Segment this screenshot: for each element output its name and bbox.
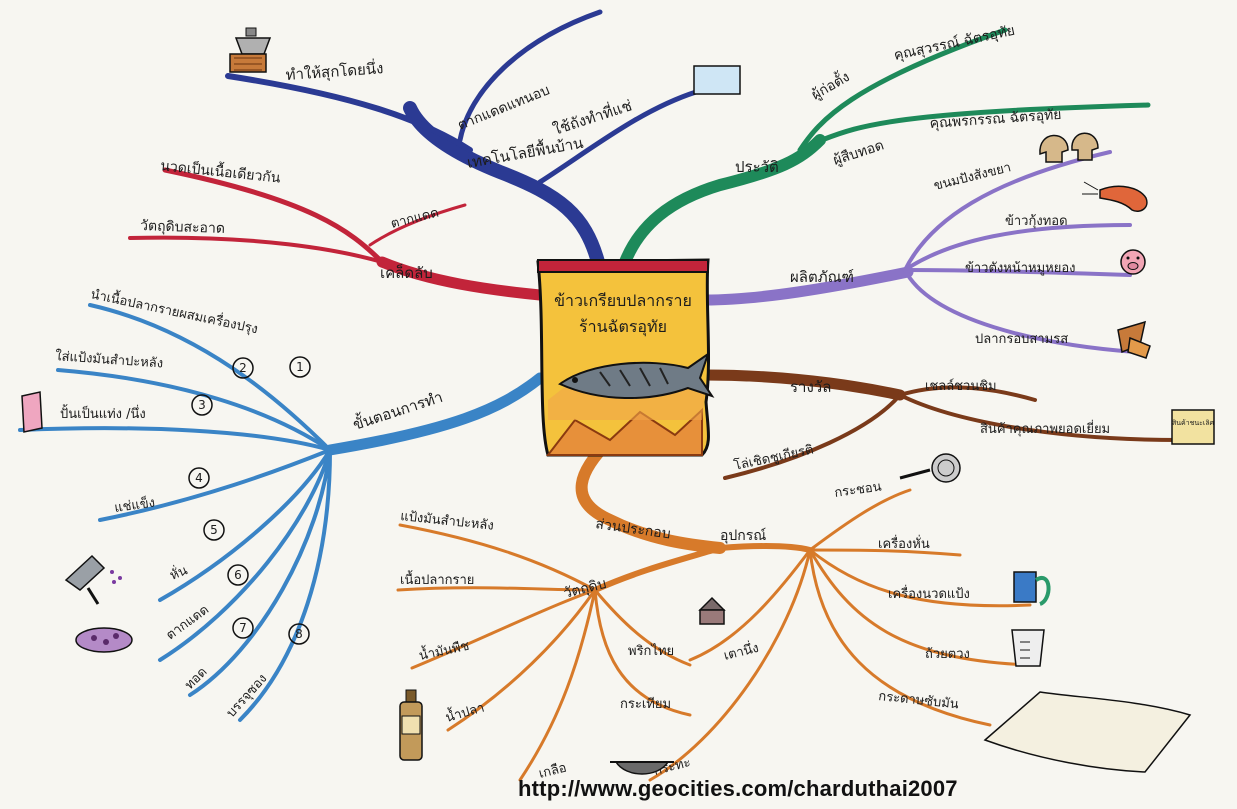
product-item-pork: ข้าวตังหน้าหมูหยอง xyxy=(965,261,1076,276)
center-subtitle: ร้านฉัตรอุทัย xyxy=(579,317,667,337)
step-num-2: 2 xyxy=(239,361,247,375)
bread-icon xyxy=(1039,132,1099,163)
step-text-2: ใส่แป้งมันสำปะหลัง xyxy=(55,348,164,372)
step-number-circles xyxy=(188,356,311,645)
ingredient-item-6: พริกไทย xyxy=(628,643,674,659)
fish-product-icon xyxy=(1117,320,1151,359)
products-branch-lines xyxy=(699,150,1137,354)
secrets-item-clean: วัตถุดิบสะอาด xyxy=(140,218,225,237)
product-item-fish: ปลากรอบสามรส xyxy=(975,332,1068,347)
ingredient-item-3: น้ำปลา xyxy=(443,698,486,726)
step-num-1: 1 xyxy=(296,360,304,374)
awards-title: รางวัล xyxy=(790,378,831,396)
step-text-3: ปั้นเป็นแท่ง /นึ่ง xyxy=(60,404,146,422)
step-num-4: 4 xyxy=(195,471,203,485)
step-text-6: ตากแดด xyxy=(164,602,212,643)
ingredient-items: แป้งมันสำปะหลัง เนื้อปลากราย น้ำมันพืช น… xyxy=(400,509,675,782)
ingredient-item-1: เนื้อปลากราย xyxy=(400,570,474,588)
product-item-shrimp: ข้าวกุ้งทอด xyxy=(1005,214,1068,229)
flag-icon xyxy=(21,391,43,433)
equipment-items: เตานึ่ง กระทะ กระชอน เครื่องหั่น เครื่อง… xyxy=(652,480,970,779)
step-num-5: 5 xyxy=(210,523,218,537)
fish-icon xyxy=(558,351,715,399)
equipment-item-3: เครื่องหั่น xyxy=(878,535,930,552)
pot-icon xyxy=(698,596,726,625)
steamer-icon xyxy=(229,27,272,73)
equipment-item-5: ถ้วยตวง xyxy=(925,647,970,662)
award-item-plaque: โล่เชิดชูเกียรติ xyxy=(733,441,815,473)
history-founder-label: ผู้ก่อตั้ง xyxy=(808,67,853,104)
secrets-sub: ตากแดด xyxy=(389,205,440,231)
tray-icon xyxy=(693,65,741,95)
ingredient-item-0: แป้งมันสำปะหลัง xyxy=(400,509,495,534)
sign-text: สินค้าชนะเลิศ xyxy=(1172,419,1215,427)
shrimp-icon xyxy=(1082,181,1148,212)
components-title: ส่วนประกอบ xyxy=(594,516,671,542)
history-branch-lines xyxy=(619,27,1151,268)
step-num-3: 3 xyxy=(198,398,206,412)
pig-icon xyxy=(1120,249,1146,275)
award-item-shell: เชลล์ชวนชิม xyxy=(925,378,997,394)
components-branch-lines xyxy=(396,434,1032,782)
technology-item-bucket: ใช้ถังทำที่แช่ xyxy=(550,94,634,138)
step-numbers: 1 2 3 4 5 6 7 8 xyxy=(195,360,304,641)
step-num-8: 8 xyxy=(295,627,303,641)
products-title: ผลิตภัณฑ์ xyxy=(790,268,854,286)
ingredient-item-4: เกลือ xyxy=(537,760,568,782)
paper-icon xyxy=(983,691,1192,773)
secrets-branch-lines xyxy=(128,167,546,301)
history-founder-value: คุณสุวรรณ์ ฉัตรอุทัย xyxy=(892,22,1016,64)
plate-icon xyxy=(75,627,133,653)
secrets-title: เคล็ดลับ xyxy=(380,263,433,282)
award-item-quality: สินค้าคุณภาพยอดเยี่ยม xyxy=(980,420,1110,437)
equipment-item-4: เครื่องนวดแป้ง xyxy=(888,585,970,602)
sign-icon: สินค้าชนะเลิศ xyxy=(1171,409,1215,445)
history-title: ประวัติ xyxy=(735,158,779,176)
technology-item-steam: ทำให้สุกโดยนึ่ง xyxy=(285,57,384,85)
awards-branch-lines xyxy=(699,369,1182,480)
step-num-6: 6 xyxy=(234,568,242,582)
step-text-7: ทอด xyxy=(182,665,210,693)
strainer-icon xyxy=(899,453,961,483)
center-title: ข้าวเกรียบปลากราย xyxy=(554,291,692,310)
step-num-7: 7 xyxy=(239,621,247,635)
equipment-item-0: เตานึ่ง xyxy=(722,639,760,664)
step-text-4: แช่แข็ง xyxy=(113,492,156,516)
equipment-title: อุปกรณ์ xyxy=(720,527,766,544)
step-text-5: หั่น xyxy=(167,561,190,583)
ingredient-item-5: กระเทียม xyxy=(620,696,671,712)
equipment-item-2: กระชอน xyxy=(833,480,882,501)
equipment-item-6: กระดาษซับมัน xyxy=(878,689,960,712)
ingredient-item-2: น้ำมันพืช xyxy=(417,636,471,664)
technology-branch-lines xyxy=(225,9,699,269)
bottle-icon xyxy=(399,689,423,761)
center-bag xyxy=(536,258,711,457)
history-successor-value: คุณพรกรรณ ฉัตรอุทัย xyxy=(929,107,1062,132)
knife-icon xyxy=(64,554,122,605)
wok-icon xyxy=(610,761,674,775)
history-successor-label: ผู้สืบทอด xyxy=(831,137,886,168)
cup-icon xyxy=(1011,629,1045,667)
footer-url[interactable]: http://www.geocities.com/charduthai2007 xyxy=(518,776,958,801)
steps-branch-lines xyxy=(18,303,546,722)
mixer-icon xyxy=(1013,571,1051,606)
